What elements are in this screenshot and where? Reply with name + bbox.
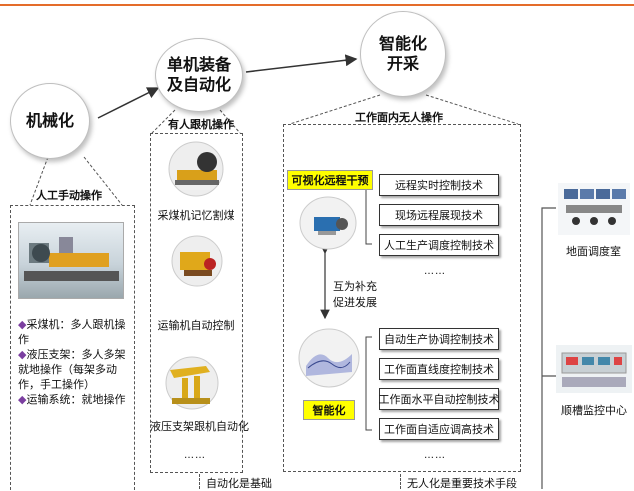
mutual-label-2: 促进发展: [333, 296, 377, 309]
tech-box-production-coord: 自动生产协调控制技术: [379, 328, 499, 350]
stage-label-intelligent-2: 开采: [386, 54, 419, 73]
tech-bottom-ellipsis: ……: [424, 450, 446, 461]
col2-bottom-divider: [199, 474, 201, 489]
dispatch-room-image: [558, 183, 630, 235]
col3-bottom-note: 无人化是重要技术手段: [407, 477, 517, 490]
terrain-3d-image: [298, 328, 360, 388]
stage-label-intelligent-1: 智能化: [378, 34, 427, 53]
col3-header: 工作面内无人操作: [355, 111, 443, 124]
col1-header: 人工手动操作: [36, 189, 102, 202]
shearer-machine-image: [167, 140, 225, 198]
intelligent-tag: 智能化: [303, 400, 355, 420]
col2-trapezoid: [151, 109, 241, 134]
bullet-item-support: ◆液压支架：多人多架就地操作（每架多动作，手工操作）: [18, 348, 126, 391]
stage-label-mechanization: 机械化: [25, 111, 74, 130]
stage-circle-mechanization: 机械化: [10, 83, 90, 159]
tech-box-adaptive-height: 工作面自适应调高技术: [379, 418, 499, 440]
arrow-stage1-to-stage2: [97, 87, 160, 119]
right-bracket: [541, 207, 556, 489]
stage-circle-automation: 单机装备 及自动化: [155, 38, 243, 112]
tech-box-level-control: 工作面水平自动控制技术: [379, 388, 500, 410]
remote-camera-image: [298, 195, 358, 250]
bullet-item-shearer: ◆采煤机：多人跟机操作: [18, 318, 126, 346]
tech-box-straightness: 工作面直线度控制技术: [379, 358, 499, 380]
col3-bottom-divider: [400, 474, 402, 489]
bullet-diamond-icon: ◆: [18, 348, 27, 361]
tech-box-manual-dispatch: 人工生产调度控制技术: [379, 234, 499, 256]
col3-box: [283, 124, 521, 472]
right-label-dispatch: 地面调度室: [566, 245, 621, 258]
bullet-diamond-icon: ◆: [18, 318, 27, 331]
col2-header: 有人跟机操作: [168, 118, 234, 131]
stage-label-automation-1: 单机装备: [166, 55, 231, 74]
col2-caption-2: 运输机自动控制: [157, 319, 235, 332]
tech-top-ellipsis: ……: [424, 266, 446, 277]
bullet-item-transport: ◆运输系统：就地操作: [18, 393, 126, 406]
col1-trapezoid: [29, 156, 123, 206]
top-accent-line: [0, 4, 634, 6]
mutual-label-1: 互为补充: [333, 280, 377, 293]
conveyor-image: [170, 234, 224, 288]
col2-caption-1: 采煤机记忆割煤: [157, 209, 235, 222]
col2-box: [150, 133, 243, 473]
col1-bullet-list: ◆采煤机：多人跟机操作 ◆液压支架：多人多架就地操作（每架多动作，手工操作） ◆…: [18, 317, 126, 407]
tech-box-onsite-display: 现场远程展现技术: [379, 204, 499, 226]
stage-label-automation-2: 及自动化: [166, 75, 231, 94]
col2-caption-3: 液压支架跟机自动化: [150, 420, 249, 433]
hydraulic-support-image: [162, 356, 222, 410]
stage-circle-intelligent: 智能化 开采: [360, 11, 446, 97]
col3-trapezoid: [289, 94, 519, 125]
col2-bottom-note: 自动化是基础: [206, 477, 272, 490]
arrow-stage2-to-stage3: [245, 54, 358, 73]
right-label-monitor: 顺槽监控中心: [561, 404, 627, 417]
shearer-photo: [18, 222, 124, 299]
gateway-monitor-image: [556, 345, 632, 393]
col1-box: [10, 205, 135, 490]
bullet-diamond-icon: ◆: [18, 393, 27, 406]
visual-remote-tag: 可视化远程干预: [287, 170, 373, 190]
col2-ellipsis: ……: [184, 450, 206, 461]
tech-bottom-bracket: [365, 336, 372, 431]
tech-box-remote-realtime: 远程实时控制技术: [379, 174, 499, 196]
